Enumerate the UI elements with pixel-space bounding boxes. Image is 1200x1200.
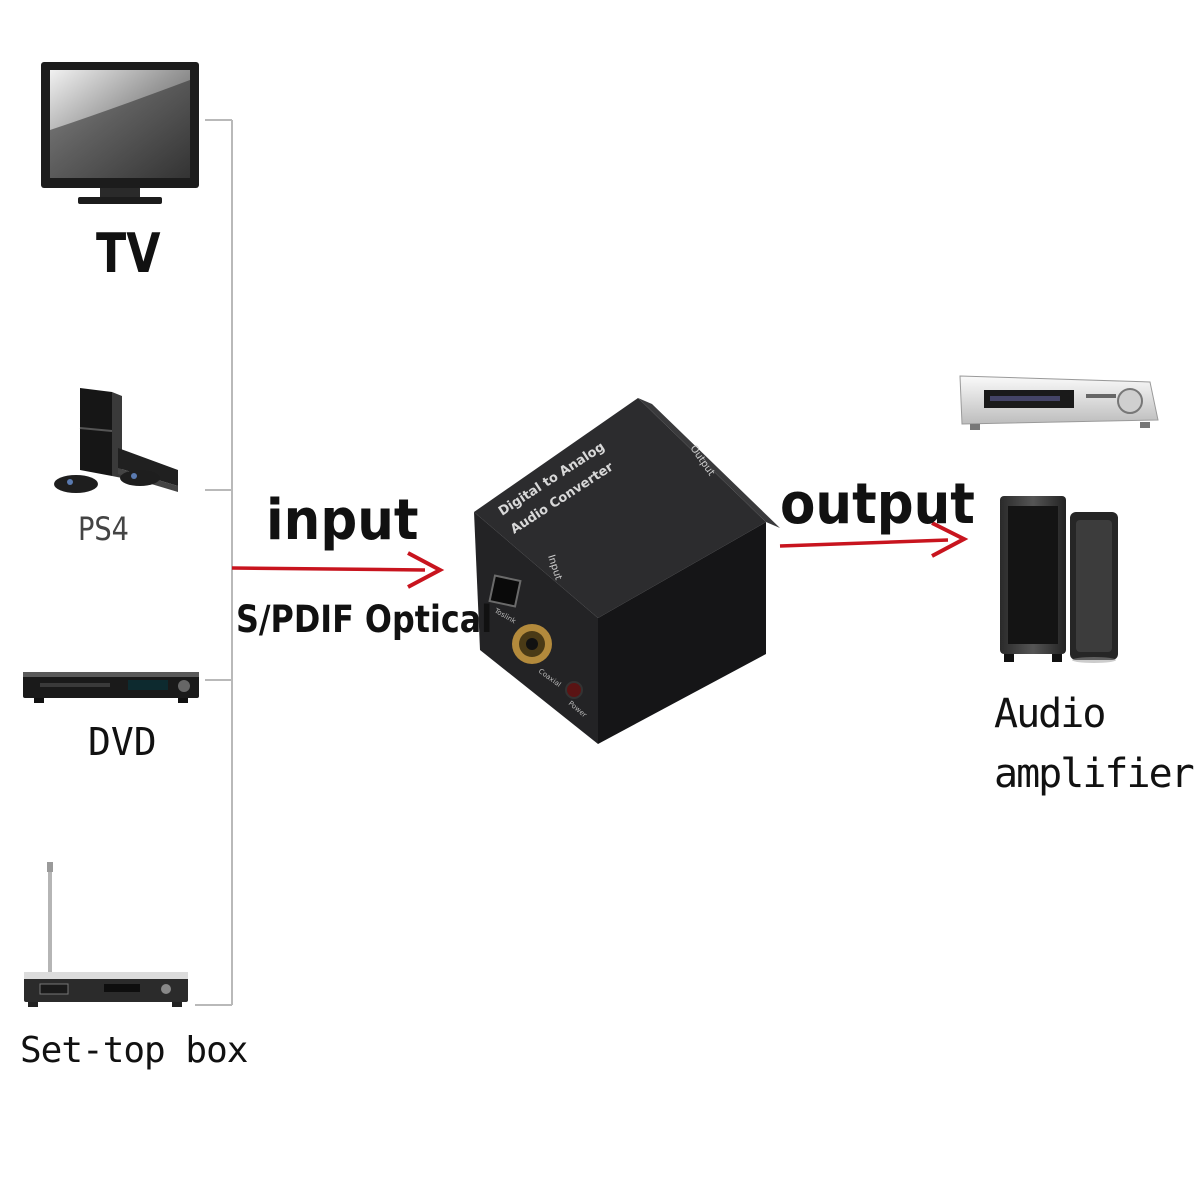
- source-label-tv: TV: [96, 222, 161, 285]
- set-top-box-icon: [24, 862, 188, 1007]
- speaker-icon: [1000, 496, 1118, 663]
- power-jack: [565, 681, 583, 699]
- destination-label: Audio amplifier: [994, 684, 1195, 804]
- game-console-icon: [54, 388, 178, 493]
- destination-label-line1: Audio: [994, 691, 1106, 737]
- tv-icon: [41, 62, 199, 204]
- converter-box: [474, 398, 780, 744]
- input-label: input: [266, 488, 419, 553]
- input-type-label: S/PDIF Optical: [236, 598, 493, 641]
- dvd-player-icon: [23, 672, 199, 703]
- destination-label-line2: amplifier: [994, 751, 1195, 797]
- source-bracket: [195, 119, 233, 1006]
- source-label-set-top-box: Set-top box: [20, 1030, 248, 1071]
- source-label-dvd: DVD: [88, 720, 157, 764]
- output-label: output: [780, 472, 975, 537]
- source-label-ps4: PS4: [78, 510, 129, 548]
- input-arrow: [231, 551, 445, 589]
- toslink-port: [488, 574, 522, 608]
- output-arrow: [779, 521, 969, 558]
- av-receiver-icon: [959, 375, 1159, 430]
